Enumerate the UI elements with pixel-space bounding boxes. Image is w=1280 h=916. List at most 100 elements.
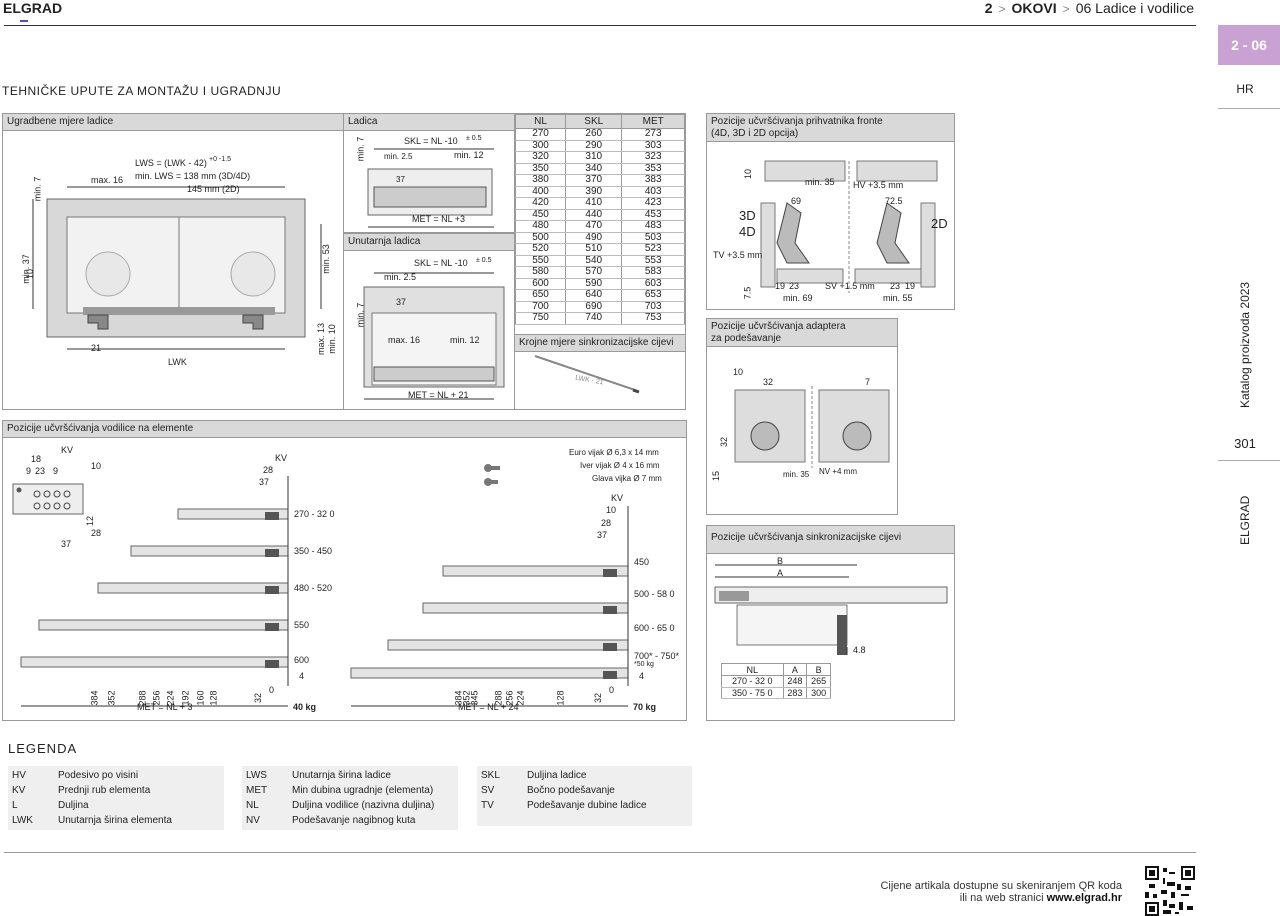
- dim-10: 10: [606, 505, 617, 515]
- screw-1: Euro vijak Ø 6,3 x 14 mm: [569, 448, 659, 457]
- table-row: 270 - 32 0 248 265: [721, 675, 831, 688]
- dim-48: 4.8: [853, 645, 866, 655]
- dim-9b: 9: [53, 466, 59, 476]
- dim-min7: min. 7: [355, 136, 366, 162]
- dim-37: 37: [259, 477, 270, 487]
- dim-21: 21: [91, 343, 102, 353]
- rail-size: 500 - 58 0: [634, 589, 675, 599]
- dim-28: 28: [601, 518, 612, 528]
- table-cell: 500: [514, 232, 567, 244]
- breadcrumb-sub[interactable]: Ladice i vodilice: [1095, 0, 1194, 16]
- table-cell: 590: [565, 278, 623, 290]
- rail-size: 550: [294, 620, 310, 630]
- table-cell: 583: [621, 266, 685, 279]
- bottom-dim: 160: [195, 690, 206, 706]
- chevron-right-icon: >: [1062, 2, 1070, 16]
- dim-37: 37: [396, 175, 405, 184]
- table-cell: 653: [621, 289, 685, 302]
- panel-ugradbene: Ugradbene mjere ladice LWS = (LWK - 42) …: [2, 113, 344, 410]
- qr-code-icon[interactable]: [1145, 866, 1195, 916]
- panel-title: Ugradbene mjere ladice: [3, 114, 343, 131]
- label-2d: 2D: [931, 216, 948, 231]
- table-cell: 440: [565, 209, 623, 221]
- rail-size: 700* - 750*: [634, 651, 680, 661]
- dim-a: A: [777, 568, 784, 578]
- legend-value: Podesivo po visini: [58, 770, 139, 781]
- breadcrumb-sub-num[interactable]: 06: [1075, 0, 1092, 16]
- panel-prihvatnik: Pozicije učvršćivanja prihvatnika fronte…: [706, 113, 955, 310]
- dim-met: MET = NL + 21: [408, 390, 469, 400]
- dim-37: 37: [61, 539, 72, 549]
- dim-met: MET = NL +3: [412, 214, 466, 224]
- unutarnja-drawing: [363, 272, 505, 400]
- dim-19: 19: [775, 281, 786, 291]
- table-cell: 265: [806, 675, 831, 688]
- breadcrumb-section[interactable]: OKOVI: [1011, 0, 1057, 16]
- legend-value: Duljina ladice: [527, 770, 587, 781]
- table-header: SKL: [565, 114, 623, 129]
- table-cell: 283: [782, 687, 808, 699]
- legend-key: SV: [481, 785, 495, 796]
- footer-line1: Cijene artikala dostupne su skeniranjem …: [880, 880, 1122, 892]
- header-divider: [4, 25, 1196, 26]
- table-cell: 690: [565, 301, 623, 313]
- chapter-tab[interactable]: 2 - 06: [1218, 25, 1280, 65]
- dim-min53: min. 53: [320, 244, 331, 274]
- front-bracket-drawing: [760, 160, 938, 293]
- drawer-dimensions-drawing: [32, 186, 322, 350]
- table-cell: 480: [514, 220, 567, 233]
- table-cell: 703: [621, 301, 685, 313]
- table-cell: 323: [621, 151, 685, 164]
- sidebar-divider: [1218, 108, 1280, 109]
- table-cell: 640: [565, 289, 623, 302]
- page-number: 301: [1234, 436, 1256, 451]
- footer-website-link[interactable]: www.elgrad.hr: [1046, 892, 1122, 904]
- table-cell: 390: [565, 186, 623, 198]
- sidebar-divider: [1218, 460, 1280, 461]
- rail-note: *50 kg: [634, 661, 654, 668]
- sidebar-brand: ELGRAD: [1238, 495, 1252, 545]
- dim-7: 7: [865, 377, 871, 387]
- table-cell: 383: [621, 174, 685, 187]
- table-cell: 523: [621, 243, 685, 256]
- table-cell: 490: [565, 232, 623, 244]
- legend-key: SKL: [481, 770, 500, 781]
- table-cell: 270 - 32 0: [721, 675, 784, 688]
- panel-adapter: Pozicije učvršćivanja adaptera za podeša…: [706, 318, 898, 515]
- table-cell: 450: [514, 209, 567, 221]
- tube-drawing: [534, 355, 640, 394]
- table-cell: 550: [514, 255, 567, 267]
- panel-subtitle: (4D, 3D i 2D opcija): [711, 128, 799, 139]
- breadcrumb-num[interactable]: 2: [984, 0, 993, 16]
- language-label: HR: [1236, 82, 1254, 96]
- brand-underline: [20, 20, 28, 22]
- table-cell: 420: [514, 197, 567, 210]
- table-header: A: [782, 663, 808, 676]
- legend-value: Bočno podešavanje: [527, 785, 615, 796]
- sync-tube-table: NL A B 270 - 32 0 248 265 350 - 75 0 283…: [721, 663, 831, 699]
- dim-lws-tolerance: +0 -1.5: [209, 156, 231, 163]
- dim-min12: min. 12: [450, 335, 480, 345]
- bottom-dim: 32: [253, 692, 264, 704]
- table-header: NL: [514, 114, 567, 129]
- table-cell: 400: [514, 186, 567, 198]
- panel-title: Pozicije učvršćivanja vodilice na elemen…: [3, 421, 686, 438]
- dim-kv: KV: [611, 493, 624, 503]
- screw-3: Glava vijka Ø 7 mm: [592, 474, 662, 483]
- rail-size: 350 - 450: [294, 546, 333, 556]
- legend-item: SV Bočno podešavanje: [477, 783, 692, 798]
- sync-tube-drawing: [714, 564, 948, 655]
- dim-max13: max. 13: [316, 322, 327, 356]
- panel-krojne: Krojne mjere sinkronizacijske cijevi LWK…: [514, 334, 686, 410]
- dim-10: 10: [25, 268, 36, 280]
